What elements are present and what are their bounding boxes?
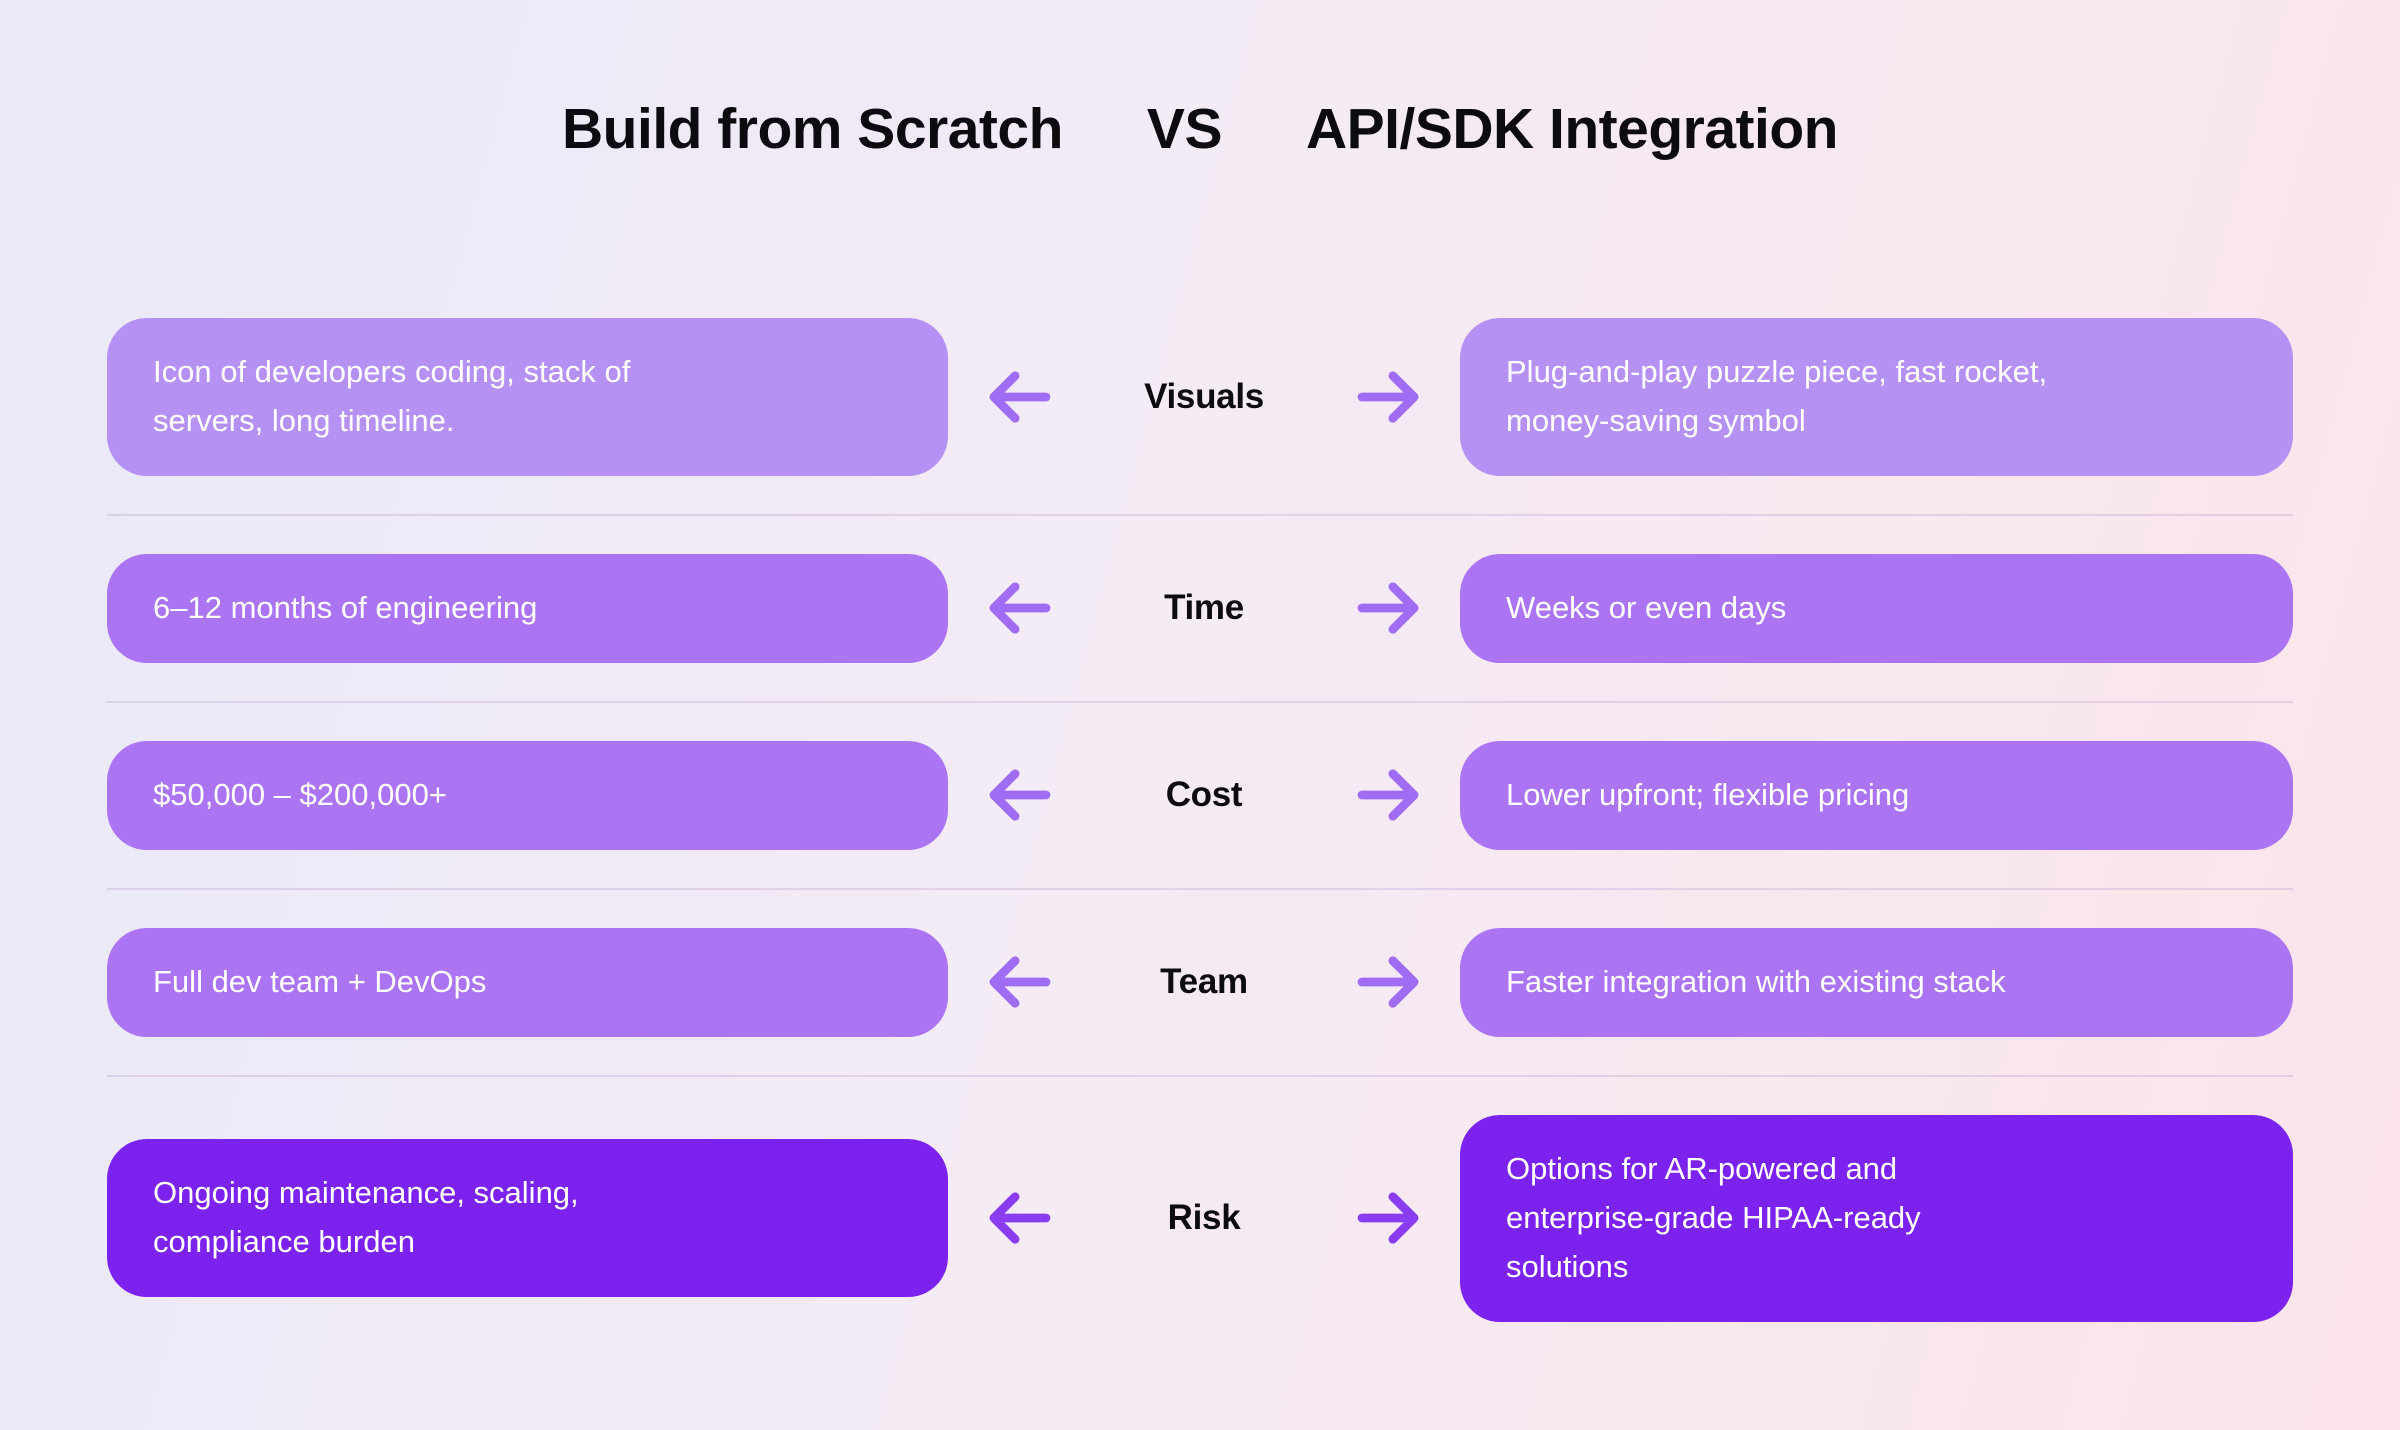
row-label-visuals: Visuals <box>1144 376 1264 416</box>
arrow-left-icon <box>989 956 1051 1008</box>
row-divider <box>107 513 2293 516</box>
right-pill-risk: Options for AR-powered and enterprise-gr… <box>1460 1114 2293 1322</box>
arrow-right-icon <box>1357 1192 1419 1244</box>
row-divider <box>107 700 2293 703</box>
left-pill-time: 6–12 months of engineering <box>107 553 948 663</box>
right-pill-text: Weeks or even days <box>1506 589 1787 625</box>
right-pill-time: Weeks or even days <box>1460 553 2293 663</box>
left-pill-text: $50,000 – $200,000+ <box>153 776 447 812</box>
row-divider <box>107 1074 2293 1077</box>
row-label-cost: Cost <box>1165 775 1243 815</box>
left-pill-cost: $50,000 – $200,000+ <box>107 740 948 850</box>
right-pill-team: Faster integration with existing stack <box>1460 927 2293 1037</box>
right-pill-text: Plug-and-play puzzle piece, fast rocket,… <box>1506 354 2048 438</box>
right-pill-text: Faster integration with existing stack <box>1506 963 2006 999</box>
comparison-rows: Icon of developers coding, stack of serv… <box>107 318 2293 1322</box>
arrow-right-icon <box>1357 769 1419 821</box>
row-center-team: Team <box>948 954 1460 1010</box>
arrow-left-icon <box>989 582 1051 635</box>
left-pill-text: Icon of developers coding, stack of serv… <box>153 354 631 438</box>
comparison-row-risk: Ongoing maintenance, scaling, compliance… <box>107 1114 2293 1322</box>
row-center-time: Time <box>948 580 1460 636</box>
left-pill-risk: Ongoing maintenance, scaling, compliance… <box>107 1139 948 1298</box>
left-pill-text: Ongoing maintenance, scaling, compliance… <box>153 1175 579 1260</box>
title-vs: VS <box>1146 97 1223 161</box>
right-pill-text: Options for AR-powered and enterprise-gr… <box>1506 1150 1921 1284</box>
comparison-row-time: 6–12 months of engineering Time Weeks or… <box>107 553 2293 663</box>
left-pill-team: Full dev team + DevOps <box>107 927 948 1037</box>
arrow-left-icon <box>989 371 1051 423</box>
row-center-cost: Cost <box>948 767 1460 823</box>
right-pill-text: Lower upfront; flexible pricing <box>1506 776 1910 812</box>
arrow-right-icon <box>1357 956 1419 1008</box>
left-pill-visuals: Icon of developers coding, stack of serv… <box>107 318 948 476</box>
row-center-visuals: Visuals <box>948 369 1460 425</box>
row-center-risk: Risk <box>948 1190 1460 1246</box>
arrow-right-icon <box>1357 371 1419 423</box>
arrow-left-icon <box>989 769 1051 821</box>
right-pill-cost: Lower upfront; flexible pricing <box>1460 740 2293 850</box>
row-label-time: Time <box>1164 588 1244 628</box>
arrow-left-icon <box>989 1192 1051 1244</box>
row-label-team: Team <box>1160 962 1248 1002</box>
title-right-option: API/SDK Integration <box>1305 97 1839 161</box>
title-left-option: Build from Scratch <box>562 97 1063 161</box>
left-pill-text: Full dev team + DevOps <box>153 963 487 999</box>
comparison-row-cost: $50,000 – $200,000+ Cost Lower upfront; … <box>107 740 2293 850</box>
row-divider <box>107 887 2293 890</box>
right-pill-visuals: Plug-and-play puzzle piece, fast rocket,… <box>1460 318 2293 476</box>
page-title: Build from Scratch VS API/SDK Integratio… <box>0 96 2400 162</box>
comparison-row-visuals: Icon of developers coding, stack of serv… <box>107 318 2293 476</box>
row-label-risk: Risk <box>1167 1198 1241 1238</box>
left-pill-text: 6–12 months of engineering <box>153 589 538 625</box>
arrow-right-icon <box>1357 582 1419 635</box>
comparison-row-team: Full dev team + DevOps Team Faster integ… <box>107 927 2293 1037</box>
